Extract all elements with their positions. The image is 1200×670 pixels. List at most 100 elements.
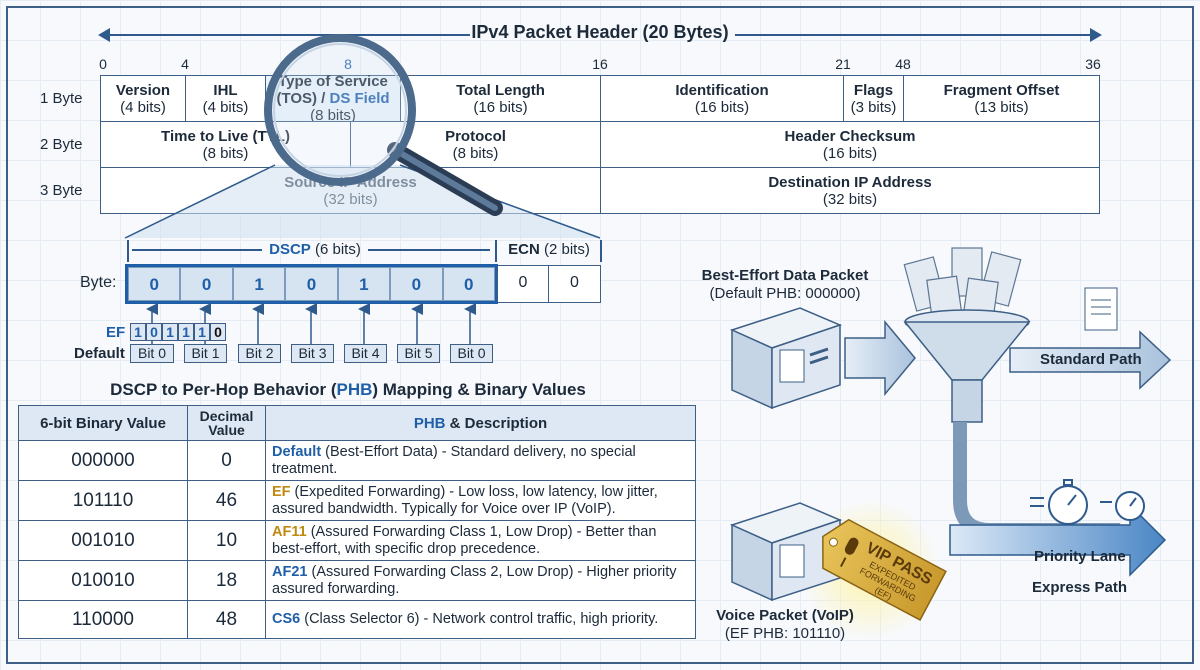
row-label: 1 Byte xyxy=(40,90,83,107)
title-arrow-left xyxy=(100,34,470,36)
tick-label: 16 xyxy=(592,56,608,72)
zoom-fan xyxy=(125,165,600,238)
best-effort-subtitle: (Default PHB: 000000) xyxy=(709,285,861,302)
bracket-edge xyxy=(600,240,602,262)
field-size: (4 bits) xyxy=(120,98,166,116)
phb-description: AF11 (Assured Forwarding Class 1, Low Dr… xyxy=(265,520,696,561)
binary-value: 010010 xyxy=(18,560,188,601)
mapping-title: DSCP to Per-Hop Behavior (PHB) Mapping &… xyxy=(18,380,678,400)
phb-name: AF11 xyxy=(272,523,307,540)
phb-description: Default (Best-Effort Data) - Standard de… xyxy=(265,440,696,481)
best-effort-label: Best-Effort Data Packet(Default PHB: 000… xyxy=(690,267,880,303)
decimal-value: 46 xyxy=(187,480,266,521)
field-header-checksum: Header Checksum(16 bits) xyxy=(600,121,1100,168)
field-size: (3 bits) xyxy=(850,98,897,116)
dscp-bit: 0 xyxy=(390,267,443,301)
field-size: (13 bits) xyxy=(974,98,1029,116)
ef-bits: 1 0 1 1 1 0 xyxy=(130,323,226,341)
diagram-frame xyxy=(6,6,1194,664)
title-arrow-right xyxy=(735,34,1100,36)
arrowhead-left-icon xyxy=(98,28,110,42)
bit-label: Bit 0 xyxy=(130,344,174,363)
dscp-bit: 0 xyxy=(442,267,495,301)
decimal-value: 48 xyxy=(187,600,266,639)
phb-description: AF21 (Assured Forwarding Class 2, Low Dr… xyxy=(265,560,696,601)
voice-subtitle: (EF PHB: 101110) xyxy=(724,625,846,642)
bit-label: Bit 2 xyxy=(238,344,281,363)
mapping-title-text: ) Mapping & Binary Values xyxy=(372,380,586,399)
phb-description: CS6 (Class Selector 6) - Network control… xyxy=(265,600,696,639)
column-header: Decimal Value xyxy=(187,405,266,441)
ef-bit: 0 xyxy=(146,323,162,341)
ef-text: EF xyxy=(106,324,126,341)
row-label: 2 Byte xyxy=(40,136,83,153)
ef-label: EF xyxy=(106,324,125,341)
ef-bit: 1 xyxy=(130,323,146,341)
bracket-edge xyxy=(495,240,497,262)
phb-description: EF (Expedited Forwarding) - Low loss, lo… xyxy=(265,480,696,521)
field-size: (8 bits) xyxy=(452,144,499,162)
field-name: IHL xyxy=(213,81,238,99)
priority-lane-arrow xyxy=(949,503,1167,577)
bit-label: Bit 5 xyxy=(397,344,440,363)
standard-path-arrow xyxy=(1009,330,1172,390)
field-size: (16 bits) xyxy=(473,98,528,116)
ef-bit: 1 xyxy=(194,323,210,341)
binary-value: 110000 xyxy=(18,600,188,639)
microphone-icon xyxy=(839,537,859,568)
voice-packet-label: Voice Packet (VoIP)(EF PHB: 101110) xyxy=(700,607,870,643)
tick-label: 21 xyxy=(835,56,851,72)
field-size: (8 bits) xyxy=(310,107,356,124)
phb-name: CS6 xyxy=(272,611,301,627)
phb-mapping-table: 6-bit Binary Value Decimal Value PHB & D… xyxy=(18,405,696,639)
dscp-name: DSCP xyxy=(269,241,311,258)
default-label: Default xyxy=(74,345,125,362)
dscp-bit: 1 xyxy=(232,267,286,301)
funnel-icon xyxy=(903,247,1120,537)
best-effort-title: Best-Effort Data Packet xyxy=(701,267,869,284)
field-size: (16 bits) xyxy=(694,98,750,116)
phb-name: AF21 xyxy=(272,563,308,580)
bit-label: Bit 3 xyxy=(291,344,334,363)
field-size: (8 bits) xyxy=(202,144,249,162)
dscp-size: (6 bits) xyxy=(315,241,361,258)
mapping-title-text: DSCP to Per-Hop Behavior ( xyxy=(110,380,337,399)
ef-bit: 1 xyxy=(178,323,194,341)
field-size: (32 bits) xyxy=(822,190,878,208)
description-text: (Class Selector 6) - Network control tra… xyxy=(300,611,659,627)
field-name: Header Checksum xyxy=(784,127,916,145)
flow-illustration: VIP PASS EXPEDITED FORWARDING (EF) xyxy=(729,247,1172,640)
description-text: (Assured Forwarding Class 2, Low Drop) -… xyxy=(272,563,677,597)
field-name: Total Length xyxy=(456,81,545,99)
phb-name: EF xyxy=(272,483,291,500)
field-name-abbr: (TOS) / xyxy=(276,90,330,107)
ds-field-label: DS Field xyxy=(329,90,390,107)
field-name: Fragment Offset xyxy=(943,81,1060,99)
priority-lane-label: Priority Lane xyxy=(1034,548,1126,565)
field-name: Type of Service xyxy=(278,73,388,90)
dscp-label: DSCP (6 bits) xyxy=(265,241,365,258)
ecn-bit: 0 xyxy=(497,265,549,303)
mapping-title-phb: PHB xyxy=(336,380,373,399)
column-header: PHB & Description xyxy=(265,405,696,441)
arrowhead-right-icon xyxy=(1090,28,1102,42)
field-destination-ip: Destination IP Address(32 bits) xyxy=(600,167,1100,214)
byte-label: Byte: xyxy=(80,274,117,291)
bracket-edge xyxy=(127,240,129,262)
field-ttl: Time to Live (TTL)(8 bits) xyxy=(100,121,351,168)
phb-header: PHB xyxy=(413,414,446,432)
dscp-bits: 0 0 1 0 1 0 0 xyxy=(125,264,498,304)
decimal-value: 10 xyxy=(187,520,266,561)
bit-label: Bit 0 xyxy=(450,344,493,363)
voice-title: Voice Packet (VoIP) xyxy=(716,607,854,624)
binary-value: 000000 xyxy=(18,440,188,481)
field-size: (4 bits) xyxy=(202,98,249,116)
package-icon xyxy=(729,307,843,410)
speedometer-icon xyxy=(1100,491,1145,521)
bit-label: Bit 1 xyxy=(184,344,227,363)
ecn-size: (2 bits) xyxy=(544,241,590,258)
document-icon xyxy=(1084,287,1118,331)
